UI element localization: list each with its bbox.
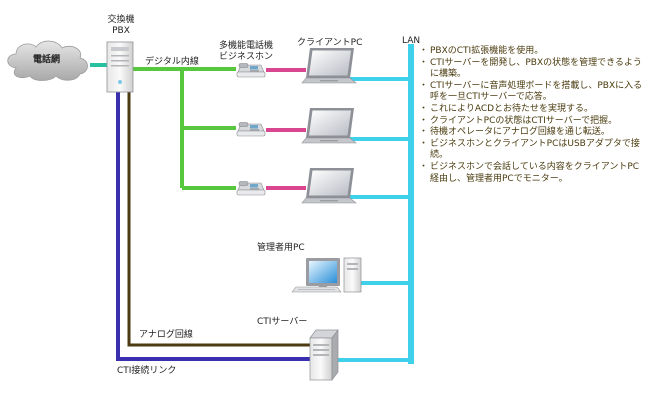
business-phone-label-line1: 多機能電話機	[219, 41, 274, 51]
cti-link-label: CTI接続リンク	[117, 366, 177, 376]
note-item: PBXのCTI拡張機能を使用。	[419, 46, 643, 58]
note-item: これによりACDとお待たせを実現する。	[419, 104, 643, 116]
digital-line-trunk	[131, 67, 236, 190]
business-phone-label: 多機能電話機 ビジネスホン	[219, 41, 273, 63]
client-laptop-2	[301, 107, 357, 144]
pbx-label-line1: 交換機	[107, 15, 135, 25]
cti-link-cable	[116, 90, 313, 361]
note-item: CTIサーバーを開発し、PBXの状態を管理できるように構築。	[419, 58, 643, 81]
cti-server-label: CTIサーバー	[257, 317, 308, 327]
client-laptop-1	[301, 47, 357, 84]
cables	[90, 44, 414, 364]
note-item: 待機オペレータにアナログ回線を通じ転送。	[419, 127, 643, 139]
client-laptop-3	[301, 167, 357, 204]
note-item: クライアントPCの状態はCTIサーバーで把握。	[419, 116, 643, 128]
analog-line-label: アナログ回線	[139, 330, 193, 340]
analog-line-cable	[127, 90, 313, 347]
phone-network-cloud	[7, 40, 88, 81]
pbx-label-line2: PBX	[112, 26, 130, 36]
business-phone-2	[236, 122, 266, 137]
lan-backbone	[408, 44, 414, 364]
business-phone-3	[236, 181, 266, 196]
admin-pc-label: 管理者用PC	[257, 243, 305, 253]
pbx-tower	[106, 41, 134, 93]
client-pc-label: クライアントPC	[297, 38, 363, 48]
admin-pc	[291, 257, 362, 293]
pbx-label: 交換機 PBX	[103, 15, 139, 37]
phone-network-label: 電話網	[33, 55, 61, 65]
feature-notes: PBXのCTI拡張機能を使用。 CTIサーバーを開発し、PBXの状態を管理できる…	[419, 46, 643, 185]
cti-server	[309, 328, 339, 382]
note-item: ビジネスホンで会話している内容をクライアントPC経由し、管理者用PCでモニター。	[419, 162, 643, 185]
business-phone-label-line2: ビジネスホン	[219, 52, 274, 62]
note-item: ビジネスホンとクライアントPCはUSBアダプタで接続。	[419, 139, 643, 162]
business-phone-1	[236, 63, 266, 78]
note-item: CTIサーバーに音声処理ボードを搭載し、PBXに入る呼を一旦CTIサーバーで応答…	[419, 81, 643, 104]
lan-label: LAN	[402, 36, 421, 46]
digital-line-label: デジタル内線	[145, 57, 199, 67]
